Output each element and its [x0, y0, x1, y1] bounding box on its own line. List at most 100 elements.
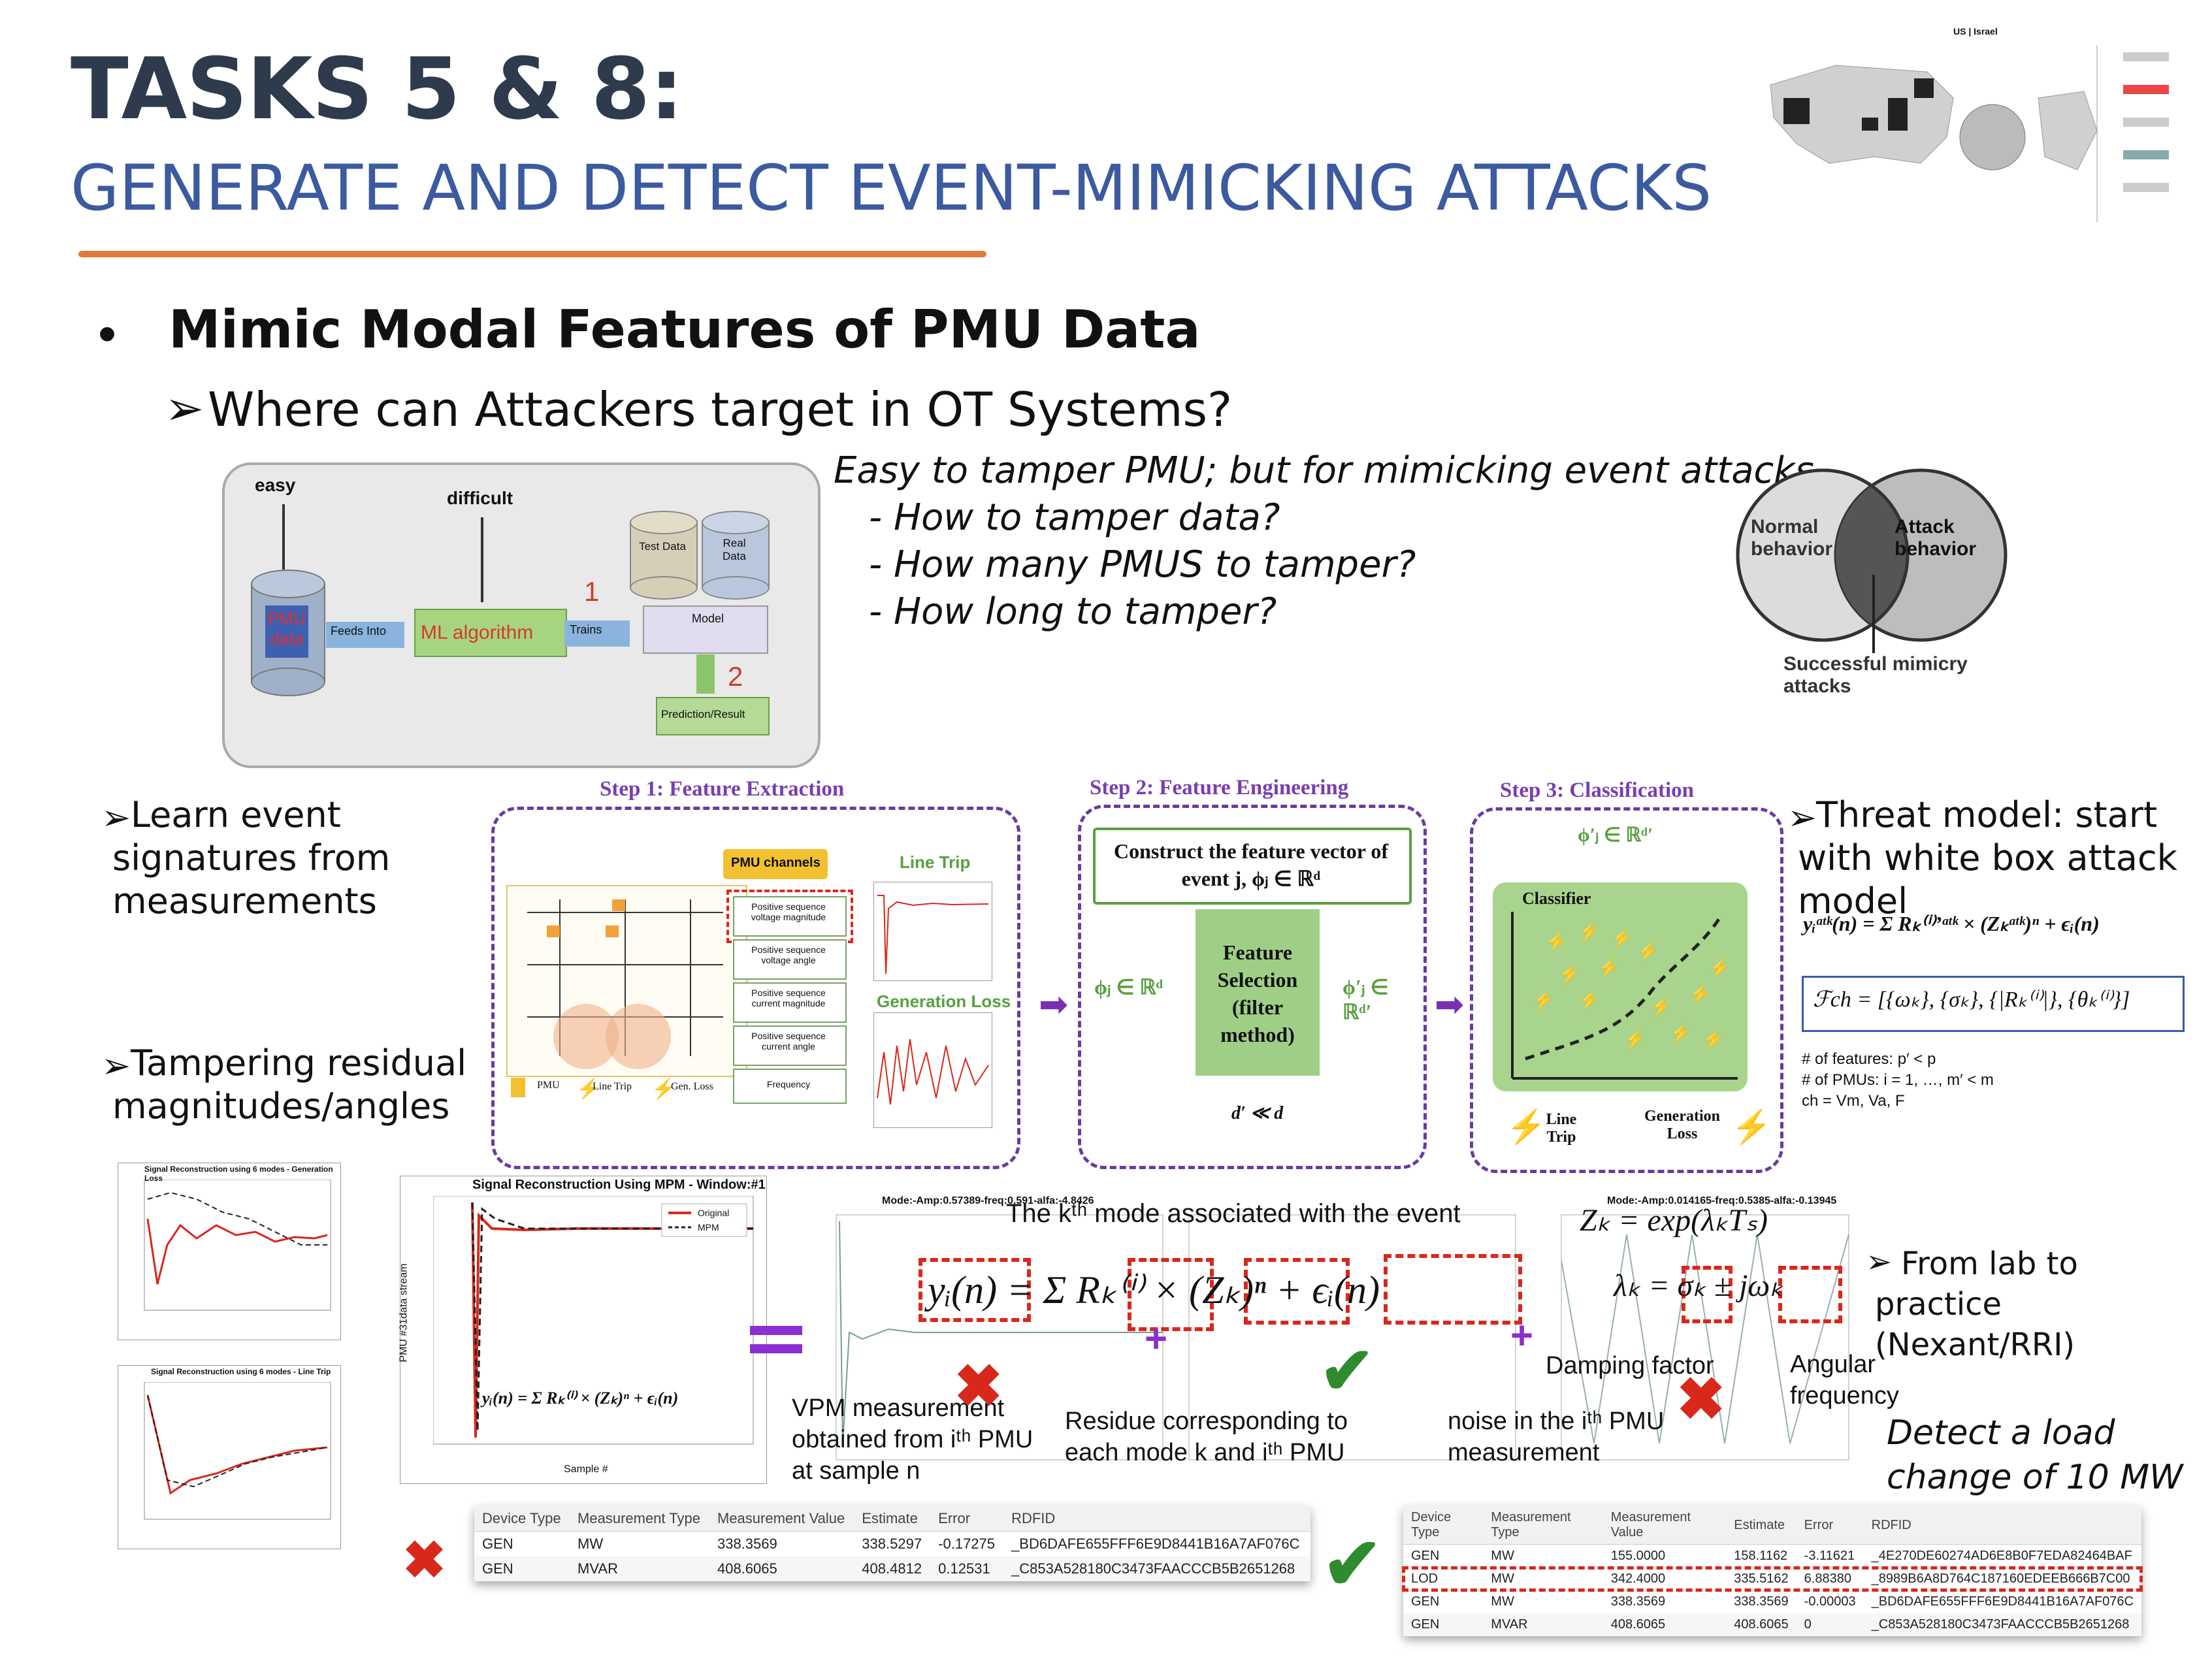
residue-caption: Residue corresponding to each mode k and… — [1065, 1408, 1348, 1466]
cell: MVAR — [577, 1560, 618, 1577]
cell: _8989B6A8D764C187160EDEEB666B7C00 — [1871, 1571, 2130, 1586]
cell: _BD6DAFE655FFF6E9D8441B16A7AF076C — [1011, 1536, 1300, 1552]
main-bullet: Mimic Modal Features of PMU Data — [169, 299, 1201, 360]
attack-formula: yᵢᵃᵗᵏ(n) = Σ Rₖ⁽ⁱ⁾ʼᵃᵗᵏ × (Zₖᵃᵗᵏ)ⁿ + ϵᵢ(n… — [1803, 912, 2100, 935]
arrow-icon: ➢ — [101, 797, 131, 838]
cell: GEN — [1411, 1549, 1440, 1563]
feeds-into-arrow — [326, 622, 404, 648]
table-row[interactable]: GEN MVAR 408.6065 408.4812 0.12531 _C853… — [474, 1556, 1310, 1581]
mode-caption: The kᵗʰ mode associated with the event — [1006, 1199, 1461, 1228]
model-box — [643, 605, 768, 654]
difficult-arrow — [481, 517, 483, 602]
cell: 408.4812 — [862, 1560, 922, 1577]
channel-4-label: Positive sequence current angle — [751, 1031, 826, 1052]
omega-highlight — [1778, 1266, 1842, 1323]
class-gen-loss-icon: ⚡ — [1731, 1108, 1772, 1145]
cell: GEN — [1411, 1594, 1440, 1609]
svg-text:⚡: ⚡ — [1623, 1029, 1646, 1050]
col-error: Error — [1796, 1506, 1864, 1545]
line-trip-chart-title: Signal Reconstruction using 6 modes - Li… — [151, 1367, 331, 1376]
svg-text:⚡: ⚡ — [1578, 990, 1601, 1011]
col-device-type: Device Type — [1403, 1506, 1484, 1545]
gen-loss-label: Generation Loss — [877, 991, 1011, 1011]
col-estimate: Estimate — [1726, 1506, 1797, 1545]
mpm-xlabel: Sample # — [564, 1464, 608, 1475]
venn-right: Attack behavior — [1895, 516, 1977, 560]
cell: 408.6065 — [1610, 1617, 1666, 1632]
table-row[interactable]: GEN MW 338.3569 338.5297 -0.17275 _BD6DA… — [474, 1532, 1310, 1557]
mpm-legend-original: Original — [698, 1208, 730, 1218]
svg-text:⚡: ⚡ — [1636, 941, 1659, 962]
down-arrow — [696, 654, 715, 694]
tamper-q3: - How long to tamper? — [869, 590, 1277, 633]
slide-title: TASKS 5 & 8: — [71, 39, 683, 138]
channel-2-label: Positive sequence voltage angle — [751, 944, 826, 965]
cell: 408.6065 — [717, 1560, 777, 1577]
cell: _BD6DAFE655FFF6E9D8441B16A7AF076C — [1871, 1594, 2134, 1609]
construct-label: Construct the feature vector of event j,… — [1113, 839, 1388, 890]
cell: -0.00003 — [1804, 1594, 1856, 1609]
sub-question: Where can Attackers target in OT Systems… — [208, 382, 1233, 437]
col-device-type: Device Type — [474, 1506, 570, 1532]
pmu-data-label: PMU data — [268, 609, 306, 649]
num2-label: 2 — [728, 661, 743, 692]
mpm-ylabel: PMU #31data stream — [398, 1263, 410, 1362]
classifier-label: Classifier — [1522, 889, 1591, 908]
step3-box: ϕ′ⱼ ∈ ℝᵈ′ Classifier ⚡⚡⚡ ⚡⚡⚡ ⚡⚡ ⚡⚡⚡ ⚡⚡⚡ … — [1470, 807, 1783, 1173]
channel-5 — [733, 1069, 847, 1104]
cross-icon: ✖ — [1676, 1367, 1726, 1432]
cell: 0 — [1804, 1617, 1812, 1632]
detect-note: Detect a load change of 10 MW — [1887, 1413, 2183, 1497]
prediction-box — [656, 697, 770, 735]
svg-text:⚡: ⚡ — [1702, 1029, 1725, 1050]
note-pmus: # of PMUs: i = 1, …, m′ < m — [1802, 1071, 1994, 1089]
lambda-formula: λₖ = σₖ ± jωₖ — [1614, 1268, 1783, 1303]
table-row[interactable]: GEN MVAR 408.6065 408.6065 0 _C853A52818… — [1403, 1613, 2141, 1636]
table-row-highlighted[interactable]: LOD MW 342.4000 335.5162 6.88380 _8989B6… — [1402, 1566, 2143, 1592]
class-gen-loss-label: Generation Loss — [1644, 1108, 1720, 1142]
cell: -3.11621 — [1804, 1549, 1855, 1563]
test-data-cylinder: Test Data — [630, 511, 698, 600]
lab-note: From lab to practice (Nexant/RRI) — [1875, 1246, 2078, 1363]
feature-selection-label: Feature Selection (filter method) — [1217, 941, 1298, 1046]
phi-top: ϕ′ⱼ ∈ ℝᵈ′ — [1578, 824, 1653, 846]
col-measurement-type: Measurement Type — [1483, 1506, 1603, 1545]
noise-caption: noise in the iᵗʰ PMU measurement — [1448, 1408, 1665, 1466]
svg-text:⚡: ⚡ — [1689, 983, 1712, 1005]
feeds-into-label: Feeds Into — [331, 624, 387, 637]
cell: 338.3569 — [717, 1536, 777, 1552]
zk-formula: Zₖ = exp(λₖTₛ) — [1580, 1203, 1768, 1238]
title-underline — [78, 251, 986, 257]
plus-icon: + — [1145, 1317, 1168, 1361]
table-row[interactable]: GEN MW 338.3569 338.3569 -0.00003 _BD6DA… — [1403, 1590, 2141, 1613]
cell: -0.17275 — [938, 1536, 996, 1552]
cell: GEN — [1411, 1617, 1440, 1632]
easy-arrow — [282, 504, 285, 570]
col-error: Error — [930, 1506, 1004, 1532]
cell: 6.88380 — [1804, 1571, 1851, 1586]
equals-icon-bar2 — [750, 1344, 802, 1353]
left-measurement-table: Device Type Measurement Type Measurement… — [474, 1506, 1310, 1581]
cell: 335.5162 — [1734, 1571, 1789, 1586]
vpm-caption: VPM measurement obtained from iᵗʰ PMU at… — [792, 1394, 1033, 1485]
yin-highlight — [919, 1258, 1031, 1322]
legend-pmu: PMU — [537, 1080, 560, 1091]
residue-highlight — [1128, 1258, 1214, 1331]
svg-text:⚡: ⚡ — [1578, 921, 1601, 942]
line-trip-legend-icon: ⚡ — [576, 1078, 601, 1100]
step2-title: Step 2: Feature Engineering — [1090, 776, 1349, 799]
feature-set-box — [1802, 976, 2185, 1032]
learn-note: Learn event signatures from measurements — [112, 794, 391, 922]
bullet-dot: • — [98, 304, 117, 362]
cell: _C853A528180C3473FAACCCB5B2651268 — [1871, 1617, 2130, 1632]
pmu-channels-header — [723, 849, 828, 879]
table-row[interactable]: GEN MW 155.0000 158.1162 -3.11621 _4E270… — [1403, 1545, 2141, 1568]
cross-icon: ✖ — [402, 1531, 447, 1589]
class-line-trip-icon: ⚡ — [1506, 1108, 1547, 1145]
venn-caption: Successful mimicry attacks — [1783, 653, 1968, 697]
pmu-cylinder: PMU data — [251, 570, 325, 696]
mode-charts-area: Mode:-Amp:0.57389-freq:0.591-alfa:-4.842… — [810, 1195, 1855, 1470]
phi-in: ϕⱼ ∈ ℝᵈ — [1094, 975, 1163, 999]
tamper-lead: Easy to tamper PMU; but for mimicking ev… — [834, 449, 1826, 492]
svg-text:⚡: ⚡ — [1597, 957, 1620, 978]
